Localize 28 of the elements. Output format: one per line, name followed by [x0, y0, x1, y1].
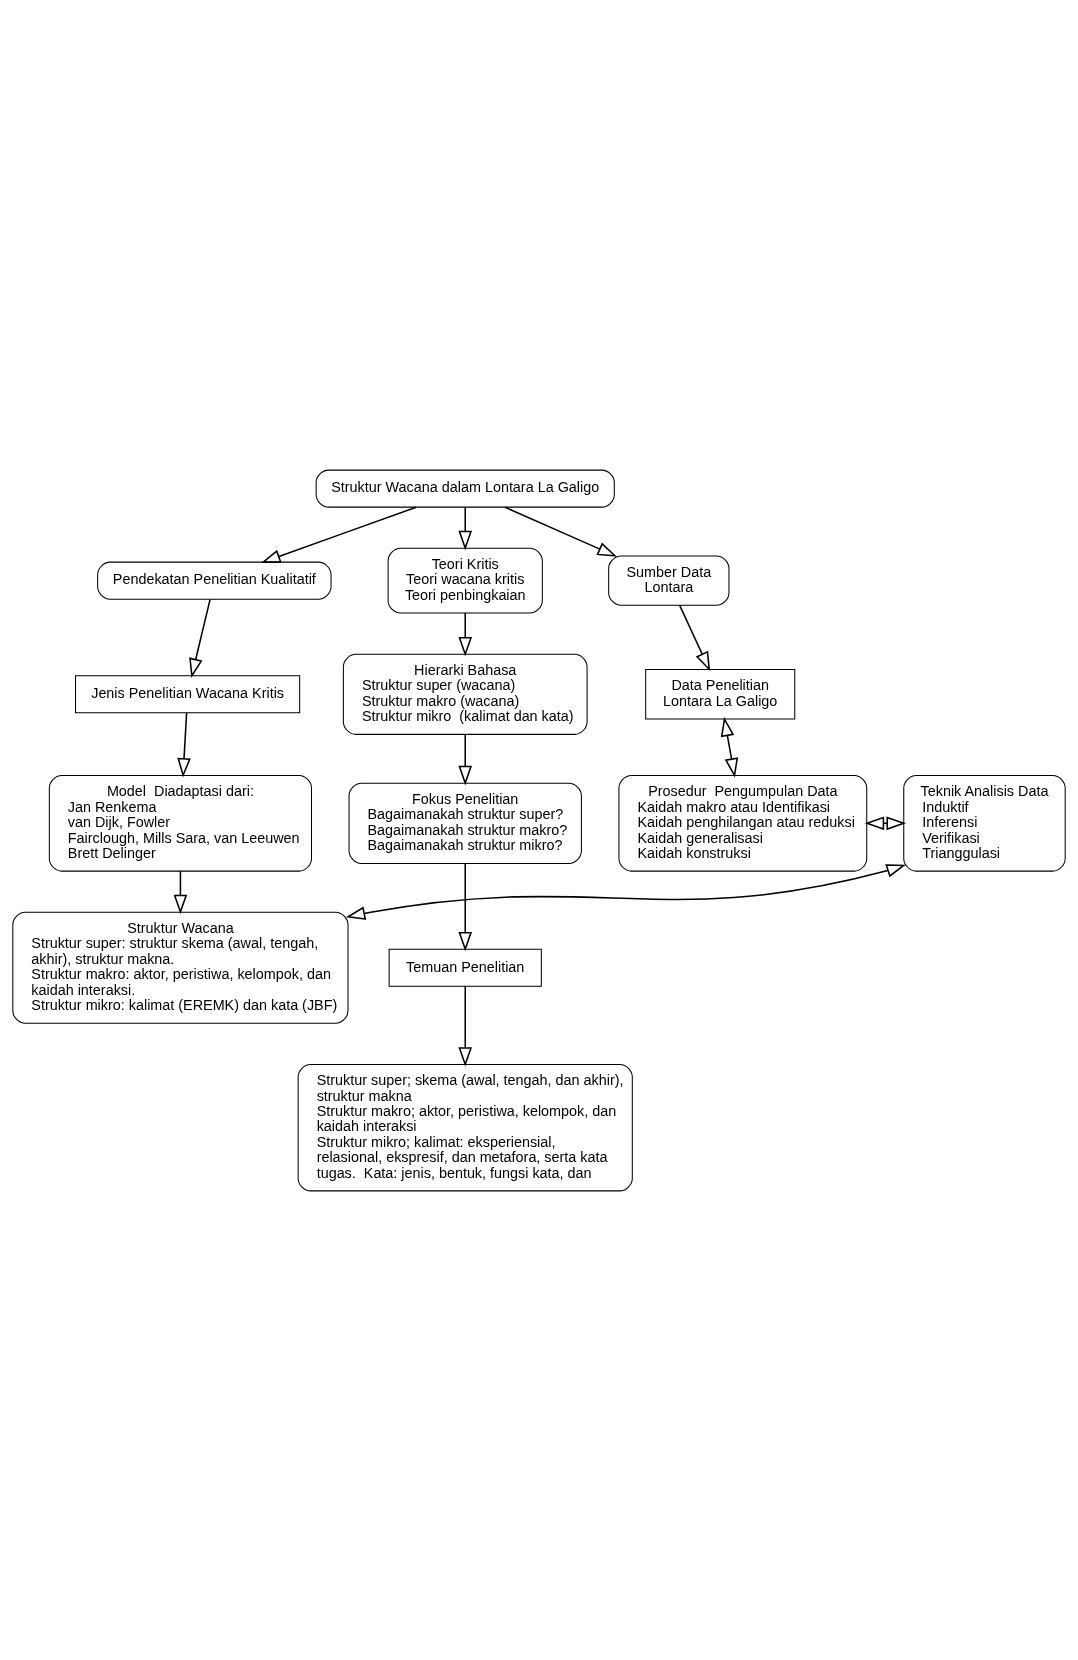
node-box: Model Diadaptasi dari: Jan Renkema van Dijk, Fowler Fairclough, Mills Sara, van Leeuwen Brett Delinger [48, 774, 313, 872]
node-box: Struktur Wacana dalam Lontara La Galigo [315, 469, 615, 508]
node-box: Fokus Penelitian Bagaimanakah struktur super? Bagaimanakah struktur makro? Bagaimanakah struktur mikro? [348, 782, 582, 864]
node-box: Jenis Penelitian Wacana Kritis [75, 674, 301, 713]
arrow [864, 815, 907, 830]
arrow [678, 604, 711, 671]
node-box: Pendekatan Penelitian Kualitatif [97, 561, 332, 600]
node-box: Teknik Analisis Data Induktif Inferensi Verifikasi Trianggulasi [903, 774, 1066, 872]
arrow [720, 716, 739, 778]
arrow [458, 611, 473, 656]
arrow [458, 733, 473, 785]
arrow [173, 870, 188, 914]
node-box: Teori Kritis Teori wacana kritis Teori penbingkaian [387, 547, 543, 614]
arrow [189, 598, 211, 678]
node-box: Struktur Wacana Struktur super: struktur skema (awal, tengah, akhir), struktur makna. Struktur makro: aktor, peristiwa, kelompok, dan kaidah interaksi. Struktur mikro: kalimat (EREMK) dan kata (JBF) [12, 911, 349, 1024]
arrow [458, 506, 473, 550]
arrow [345, 863, 906, 920]
arrow [458, 862, 473, 951]
node-box: Data Penelitian Lontara La Galigo [645, 668, 796, 719]
node-box: Temuan Penelitian [388, 948, 542, 987]
node-box: Sumber Data Lontara [608, 554, 730, 606]
arrow [261, 505, 418, 563]
node-box: Hierarki Bahasa Struktur super (wacana) Struktur makro (wacana) Struktur mikro (kalimat dan kata) [342, 653, 588, 735]
node-box: Struktur super; skema (awal, tengah, dan akhir), struktur makna Struktur makro; aktor, peristiwa, kelompok, dan kaidah interaksi Struktur mikro; kalimat: eksperiensial, relasional, ekspresif, dan metafora, serta kata tugas. Kata: jenis, bentuk, fungsi kata, dan [297, 1063, 633, 1191]
arrow [177, 711, 191, 778]
arrow [504, 505, 618, 557]
arrow [458, 985, 473, 1067]
node-box: Prosedur Pengumpulan Data Kaidah makro atau Identifikasi Kaidah penghilangan atau reduksi Kaidah generalisasi Kaidah konstruksi [618, 774, 868, 872]
